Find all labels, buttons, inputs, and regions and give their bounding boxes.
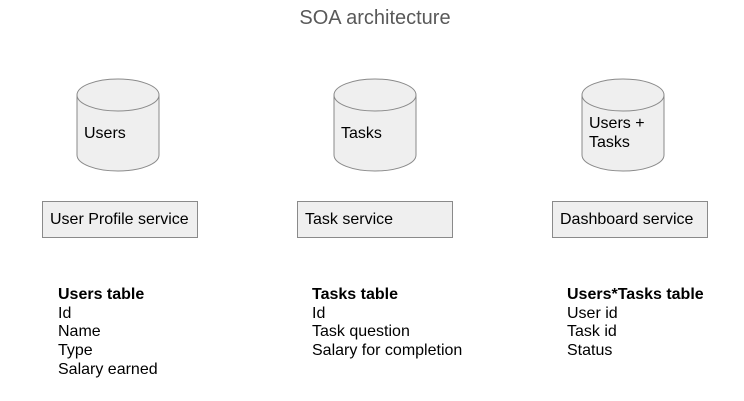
schema-title: Users*Tasks table (567, 286, 704, 303)
label-line-1: Users + (589, 115, 645, 132)
users-tasks-database-cylinder: Users + Tasks (581, 78, 665, 172)
user-profile-service-box: User Profile service (42, 201, 198, 238)
schema-field: Name (58, 323, 101, 341)
users-tasks-table-schema: Users*Tasks table User id Task id Status (567, 286, 704, 361)
cylinder-icon (581, 78, 665, 172)
cylinder-icon (76, 78, 160, 172)
users-database-cylinder: Users (76, 78, 160, 172)
users-tasks-database-label: Users + Tasks (589, 114, 645, 152)
cylinder-icon (333, 78, 417, 172)
schema-field: Status (567, 342, 613, 360)
schema-title: Users table (58, 286, 145, 303)
users-table-schema: Users table Id Name Type Salary earned (58, 286, 158, 380)
schema-field: Task question (312, 323, 410, 341)
schema-field: User id (567, 304, 618, 322)
task-service-box: Task service (297, 201, 453, 238)
schema-field: Type (58, 342, 93, 360)
schema-title: Tasks table (312, 286, 398, 303)
schema-field: Salary earned (58, 360, 158, 378)
dashboard-service-box: Dashboard service (552, 201, 708, 238)
schema-field: Task id (567, 323, 617, 341)
tasks-database-label: Tasks (341, 125, 382, 142)
schema-field: Salary for completion (312, 342, 463, 360)
users-database-label: Users (84, 125, 126, 142)
tasks-table-schema: Tasks table Id Task question Salary for … (312, 286, 462, 361)
schema-field: Id (312, 304, 326, 322)
diagram-title: SOA architecture (299, 7, 451, 29)
schema-field: Id (58, 304, 72, 322)
tasks-database-cylinder: Tasks (333, 78, 417, 172)
label-line-2: Tasks (589, 134, 630, 151)
